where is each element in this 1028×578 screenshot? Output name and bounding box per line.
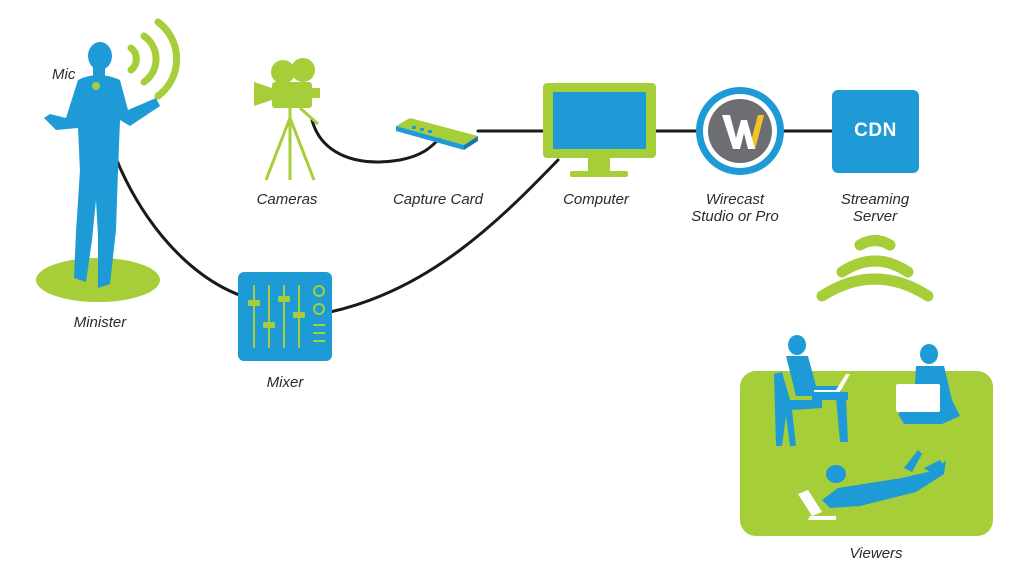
camera-to-capture-card-cable	[310, 118, 444, 164]
laptop-icon-3	[798, 490, 836, 520]
minister-label: Minister	[73, 314, 127, 331]
mic-signal-waves-icon	[127, 18, 181, 100]
wirecast-label-line2: Studio or Pro	[691, 208, 779, 225]
streaming-label-line1: Streaming	[840, 191, 910, 208]
laptop-icon-1	[814, 374, 850, 392]
camera-icon	[254, 58, 320, 181]
viewers-label: Viewers	[849, 545, 903, 562]
laptop-icon-2	[896, 384, 940, 412]
cdn-label: CDN	[854, 120, 897, 141]
viewers-group	[740, 335, 993, 536]
capture-card-icon	[396, 118, 478, 150]
cdn-server-icon	[832, 90, 919, 173]
minister-silhouette	[44, 42, 160, 288]
wirecast-label: Wirecast Studio or Pro	[675, 191, 795, 225]
computer-label: Computer	[563, 191, 629, 208]
cameras-label: Cameras	[256, 191, 318, 208]
computer-monitor-icon	[543, 83, 656, 177]
wirecast-logo-icon	[696, 87, 784, 175]
tripod-icon	[264, 106, 319, 181]
streaming-label-line2: Server	[852, 208, 898, 225]
lapel-mic-icon	[92, 82, 100, 90]
wirecast-label-line1: Wirecast	[705, 191, 765, 208]
mixer-label: Mixer	[266, 374, 304, 391]
streaming-server-label: Streaming Server	[815, 191, 935, 225]
broadcast-waves-icon	[816, 235, 934, 302]
mixer-icon	[238, 272, 332, 361]
capture-card-label: Capture Card	[392, 191, 484, 208]
minister-figure	[36, 18, 181, 302]
viewer-lying-icon	[822, 450, 946, 508]
mic-label: Mic	[52, 66, 76, 83]
viewer-on-chair-icon	[774, 335, 848, 446]
cables	[94, 84, 834, 314]
mixer-to-computer-cable	[328, 158, 560, 314]
